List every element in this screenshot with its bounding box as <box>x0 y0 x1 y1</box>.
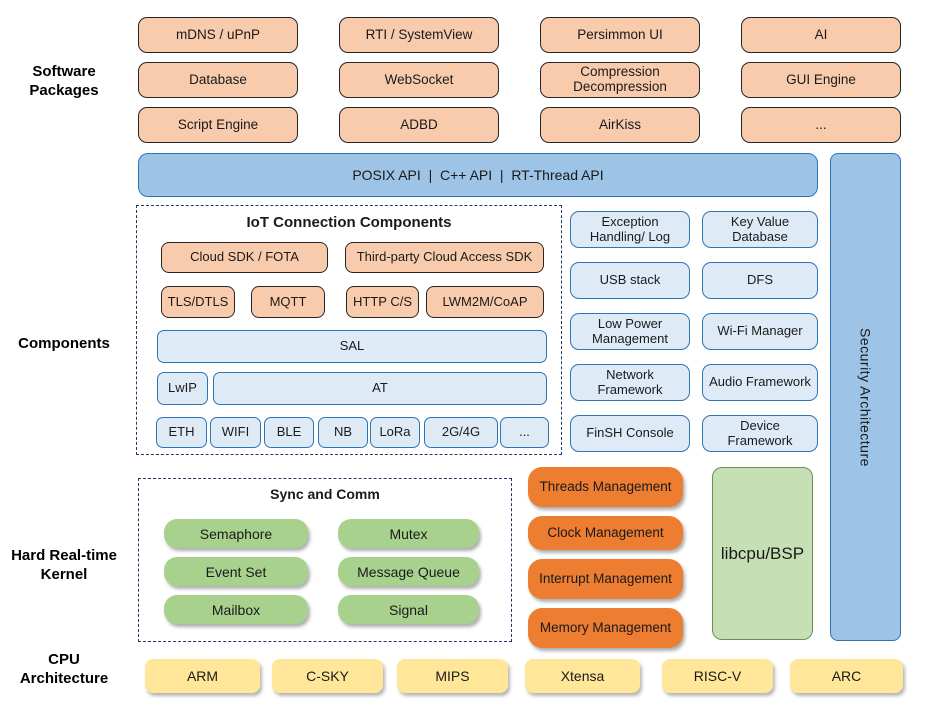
sync-grid: Semaphore Mutex Event Set Message Queue … <box>164 519 479 624</box>
iot-link-box: ... <box>500 417 549 448</box>
service-components-grid: Exception Handling/ Log Key Value Databa… <box>570 211 818 452</box>
iot-box-mqtt: MQTT <box>251 286 325 318</box>
package-box: AI <box>741 17 901 53</box>
iot-connection-components-group: IoT Connection Components Cloud SDK / FO… <box>136 205 562 455</box>
cpu-architecture-row: ARM C-SKY MIPS Xtensa RISC-V ARC <box>145 659 903 693</box>
package-box: ... <box>741 107 901 143</box>
iot-box-at: AT <box>213 372 547 405</box>
iot-box-third-party-sdk: Third-party Cloud Access SDK <box>345 242 544 273</box>
section-label-kernel: Hard Real-time Kernel <box>11 547 117 583</box>
package-box: AirKiss <box>540 107 700 143</box>
package-box: ADBD <box>339 107 499 143</box>
iot-link-box: 2G/4G <box>424 417 498 448</box>
service-box: Wi-Fi Manager <box>702 313 818 350</box>
management-box: Clock Management <box>528 516 683 550</box>
libcpu-bsp-box: libcpu/BSP <box>712 467 813 640</box>
management-box: Interrupt Management <box>528 559 683 599</box>
iot-group-title: IoT Connection Components <box>246 214 452 231</box>
service-box: FinSH Console <box>570 415 690 452</box>
package-box: mDNS / uPnP <box>138 17 298 53</box>
cpu-box: ARC <box>790 659 903 693</box>
cpu-box: C-SKY <box>272 659 383 693</box>
iot-box-tls: TLS/DTLS <box>161 286 235 318</box>
sync-box-item: Mutex <box>338 519 479 548</box>
section-label-components: Components <box>18 335 110 352</box>
iot-box-lwm2m: LWM2M/CoAP <box>426 286 544 318</box>
iot-box-sal: SAL <box>157 330 547 363</box>
cpu-box: ARM <box>145 659 260 693</box>
package-box: WebSocket <box>339 62 499 98</box>
iot-link-box: LoRa <box>370 417 420 448</box>
section-label-cpu: CPU Architecture <box>19 651 109 687</box>
package-box: Compression Decompression <box>540 62 700 98</box>
security-architecture-bar: Security Architecture <box>830 153 901 641</box>
management-box: Memory Management <box>528 608 683 648</box>
sync-box-item: Mailbox <box>164 595 308 624</box>
service-box: Low Power Management <box>570 313 690 350</box>
iot-box-lwip: LwIP <box>157 372 208 405</box>
service-box: Device Framework <box>702 415 818 452</box>
section-label-software-packages: Software Packages <box>29 63 99 99</box>
security-architecture-label: Security Architecture <box>857 327 874 467</box>
cpu-box: Xtensa <box>525 659 640 693</box>
package-box: RTI / SystemView <box>339 17 499 53</box>
iot-box-cloud-sdk: Cloud SDK / FOTA <box>161 242 328 273</box>
sync-box-item: Event Set <box>164 557 308 586</box>
cpu-box: RISC-V <box>662 659 773 693</box>
service-box: Network Framework <box>570 364 690 401</box>
sync-and-comm-group: Sync and Comm Semaphore Mutex Event Set … <box>138 478 512 642</box>
iot-link-box: BLE <box>264 417 314 448</box>
management-box: Threads Management <box>528 467 683 507</box>
package-box: GUI Engine <box>741 62 901 98</box>
software-packages-grid: mDNS / uPnP RTI / SystemView Persimmon U… <box>138 17 901 143</box>
sync-group-title: Sync and Comm <box>270 486 380 502</box>
service-box: USB stack <box>570 262 690 299</box>
service-box: Key Value Database <box>702 211 818 248</box>
iot-link-box: ETH <box>156 417 207 448</box>
sync-box-item: Signal <box>338 595 479 624</box>
package-box: Script Engine <box>138 107 298 143</box>
sync-box-item: Semaphore <box>164 519 308 548</box>
sync-box-item: Message Queue <box>338 557 479 586</box>
kernel-management-column: Threads Management Clock Management Inte… <box>528 467 683 648</box>
package-box: Database <box>138 62 298 98</box>
service-box: DFS <box>702 262 818 299</box>
api-bar: POSIX API | C++ API | RT-Thread API <box>138 153 818 197</box>
iot-link-box: WIFI <box>210 417 261 448</box>
package-box: Persimmon UI <box>540 17 700 53</box>
service-box: Exception Handling/ Log <box>570 211 690 248</box>
iot-box-http: HTTP C/S <box>346 286 419 318</box>
cpu-box: MIPS <box>397 659 508 693</box>
service-box: Audio Framework <box>702 364 818 401</box>
iot-link-box: NB <box>318 417 368 448</box>
